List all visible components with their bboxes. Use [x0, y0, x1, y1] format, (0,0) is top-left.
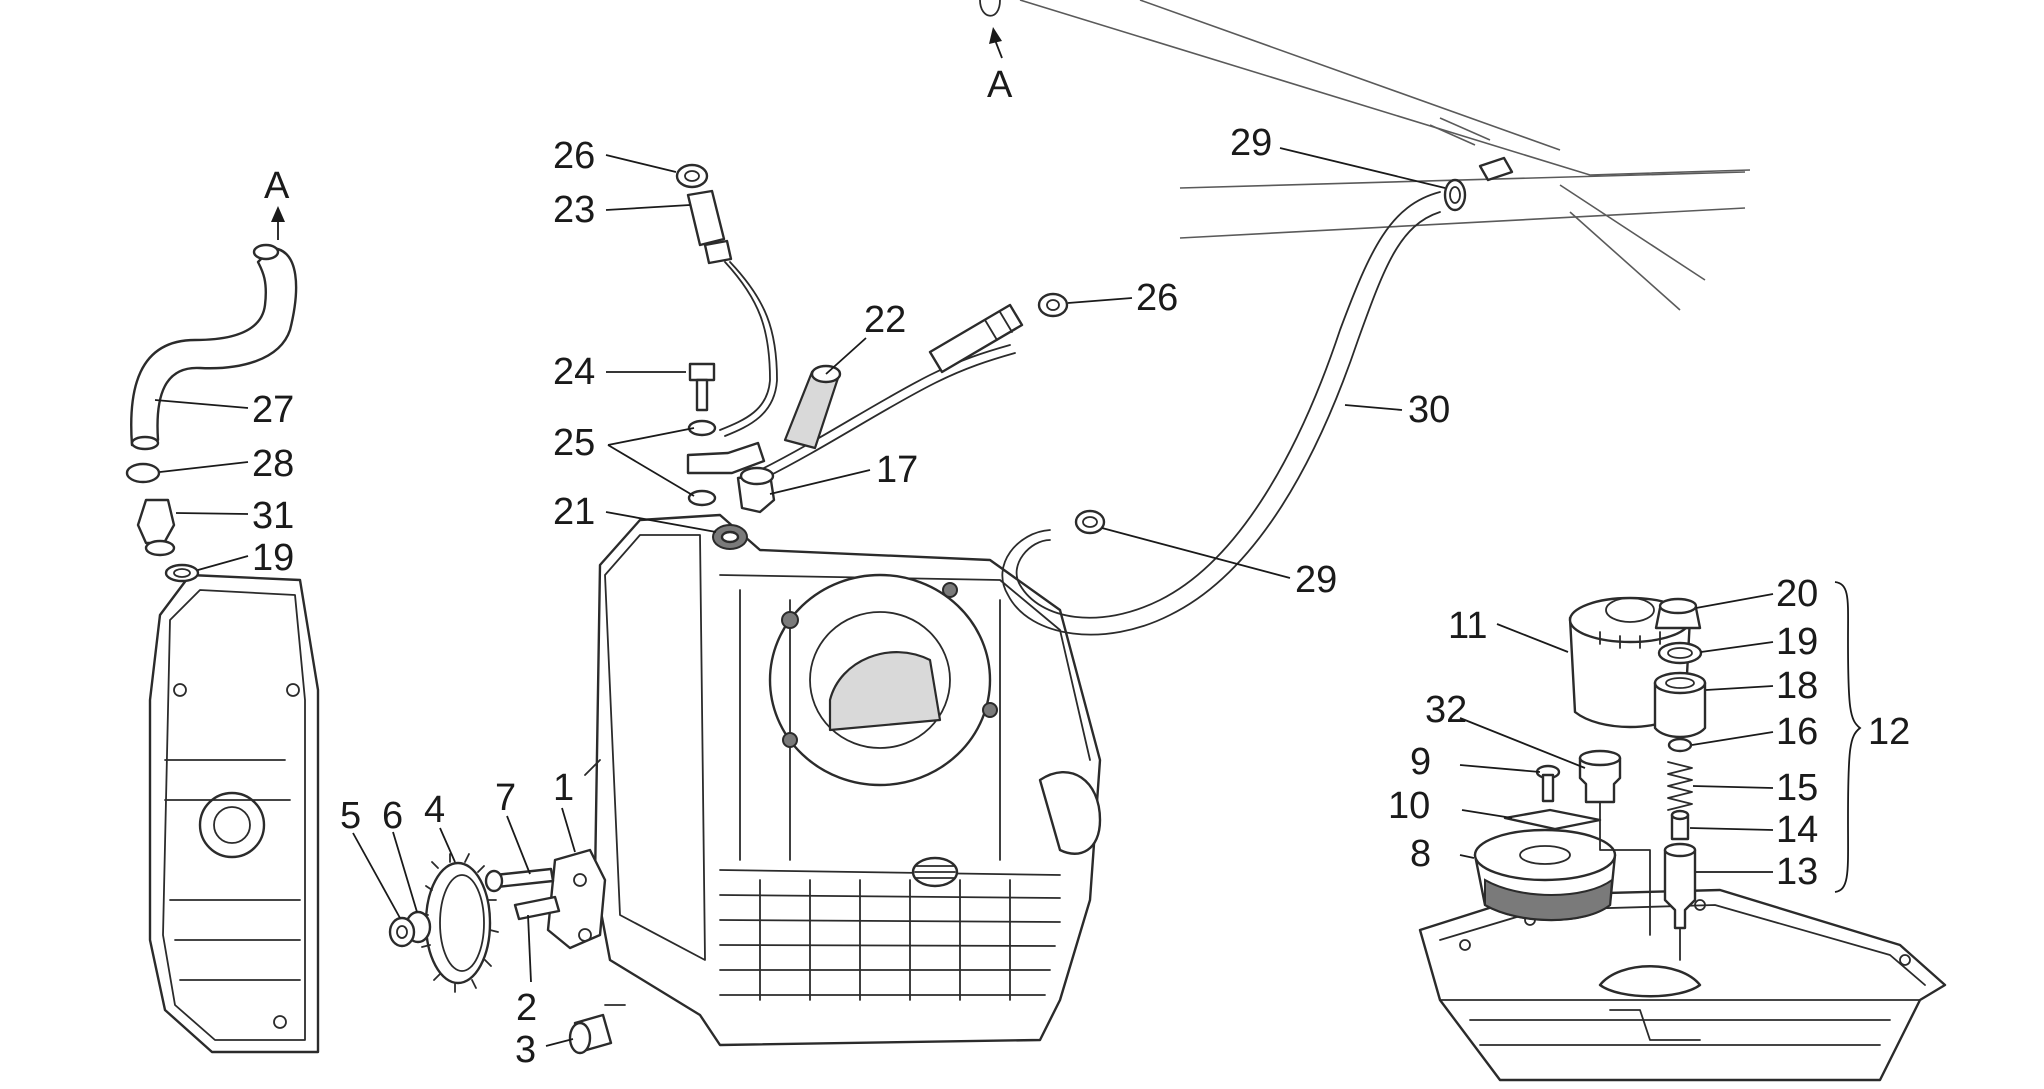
- callout-31: 31: [252, 495, 294, 537]
- callout-26-right: 26: [1136, 277, 1178, 319]
- callout-23: 23: [553, 189, 595, 231]
- callout-19-right: 19: [1776, 621, 1818, 663]
- callout-15: 15: [1776, 767, 1818, 809]
- union-32: [1578, 749, 1651, 936]
- callout-10: 10: [1388, 785, 1430, 827]
- callout-1: 1: [553, 767, 574, 809]
- oil-pump-gear-4: [419, 853, 499, 993]
- crankcase: [584, 513, 1102, 1047]
- callout-14: 14: [1776, 809, 1818, 851]
- callout-27: 27: [252, 389, 294, 431]
- reference-label-a-left: A: [264, 165, 290, 207]
- callout-labels: 26 23 24 25 21 22 26 17 29 30 29 27 28 3…: [252, 64, 1910, 1071]
- callout-12: 12: [1868, 711, 1910, 753]
- frame-tubes: [1019, 0, 1751, 311]
- reference-arrow-a-top: [979, 0, 1003, 59]
- oil-pump-1: [546, 848, 607, 950]
- washer-26-right: [1037, 292, 1069, 318]
- reference-label-a-top: A: [987, 64, 1013, 106]
- screw-9: [1535, 764, 1561, 803]
- oil-sump: [1418, 888, 1947, 1082]
- plug-20: [1654, 597, 1702, 630]
- callout-19-left: 19: [252, 537, 294, 579]
- reference-arrow-a-left: [271, 206, 285, 240]
- sleeve-18: [1653, 671, 1707, 739]
- hose-clamp-28: [125, 462, 161, 484]
- callout-28: 28: [252, 443, 294, 485]
- callout-8: 8: [1410, 833, 1431, 875]
- callout-9: 9: [1410, 741, 1431, 783]
- callout-4: 4: [424, 789, 445, 831]
- nut-5: [388, 916, 416, 948]
- screw-7: [484, 867, 555, 893]
- callout-16: 16: [1776, 711, 1818, 753]
- leader-lines: [154, 147, 1862, 1047]
- pressure-switch-17: [736, 466, 776, 514]
- filter-22: [783, 364, 842, 450]
- callout-22: 22: [864, 299, 906, 341]
- callout-11: 11: [1448, 605, 1487, 647]
- callout-17: 17: [876, 449, 918, 491]
- sensor-23: [686, 189, 733, 265]
- callout-2: 2: [516, 987, 537, 1029]
- washer-21: [712, 524, 748, 550]
- callout-32: 32: [1425, 689, 1467, 731]
- pump-shaft-2: [513, 895, 561, 921]
- relief-valve-assembly-12: [1653, 597, 1707, 961]
- breather-hose-27: [130, 243, 298, 451]
- filter-screen-8: [1473, 828, 1617, 922]
- breather-hose-30: [1001, 191, 1441, 636]
- callout-25: 25: [553, 422, 595, 464]
- callout-13: 13: [1776, 851, 1818, 893]
- fitting-31: [136, 498, 176, 557]
- banjo-union: [686, 441, 766, 475]
- gasket-10: [1503, 808, 1602, 831]
- hose-clamp-29-bottom: [1074, 509, 1106, 535]
- oil-line: [719, 261, 1016, 479]
- banjo-bolt-24: [688, 362, 716, 412]
- sensor-26-right-fitting: [928, 303, 1024, 374]
- callout-20: 20: [1776, 573, 1818, 615]
- callout-21: 21: [553, 491, 595, 533]
- callout-5: 5: [340, 795, 361, 837]
- spring-15: [1667, 761, 1693, 811]
- washers-25: [687, 419, 717, 507]
- piston-14: [1670, 809, 1690, 841]
- callout-29-bottom: 29: [1295, 559, 1337, 601]
- bushing-3: [568, 1013, 613, 1055]
- callout-3: 3: [515, 1029, 536, 1071]
- callout-18: 18: [1776, 665, 1818, 707]
- callout-6: 6: [382, 795, 403, 837]
- callout-24: 24: [553, 351, 595, 393]
- timing-cover: [148, 573, 320, 1054]
- washer-26-top: [675, 163, 709, 189]
- hose-clamp-29-top: [1443, 178, 1467, 212]
- callout-29-top: 29: [1230, 122, 1272, 164]
- callout-26-top: 26: [553, 135, 595, 177]
- callout-7: 7: [495, 777, 516, 819]
- callout-30: 30: [1408, 389, 1450, 431]
- valve-body-13: [1663, 842, 1697, 930]
- ring-16: [1667, 737, 1693, 753]
- washer-19-right: [1657, 641, 1703, 665]
- washer-19-left: [164, 563, 200, 583]
